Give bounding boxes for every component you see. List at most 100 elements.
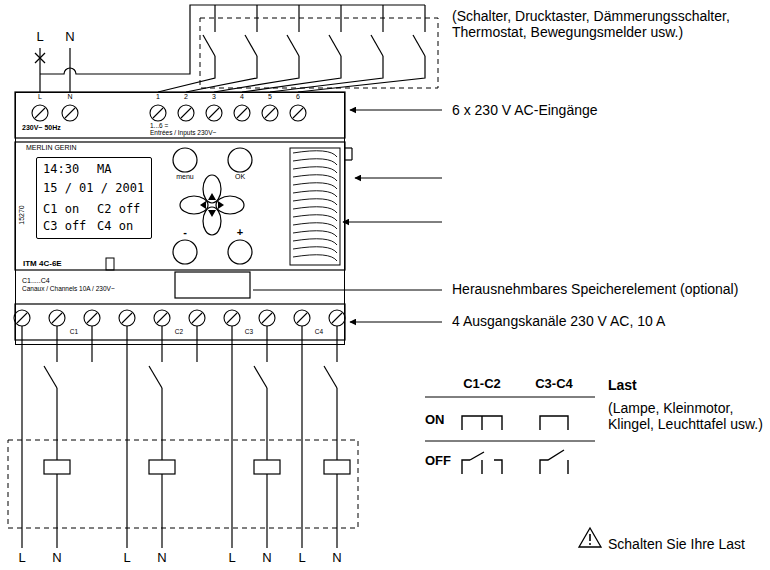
- terminal-screws-part: [154, 310, 170, 326]
- module-housing-part: [290, 148, 340, 265]
- contact-table-part: [462, 416, 502, 430]
- rating-label: 230V~ 50Hz: [22, 124, 61, 132]
- input-switches-part: [158, 56, 215, 92]
- terminal-screws-part: [206, 105, 222, 121]
- note-text: Last: [608, 377, 637, 393]
- terminal-screws-part: [262, 313, 272, 323]
- supply-label: L: [36, 30, 43, 45]
- leader-arrows-part: [350, 110, 442, 111]
- keypad-part: [173, 148, 197, 172]
- display-text: MA: [97, 163, 111, 177]
- output-wiring-part: [56, 326, 57, 362]
- output-wiring-part: [126, 326, 127, 548]
- input-switches-part: [200, 18, 438, 88]
- module-housing-part: [175, 272, 250, 298]
- module-label: MERLIN GERIN: [26, 144, 77, 152]
- input-switches-part: [329, 35, 341, 56]
- table-cell: OFF: [425, 454, 451, 469]
- button-label: +: [237, 226, 243, 239]
- leader-arrows-part: [355, 178, 442, 179]
- button-label: menu: [176, 173, 194, 181]
- supply-label: N: [332, 551, 341, 566]
- battery-cover-spring-part: [293, 215, 337, 221]
- keypad: [173, 148, 252, 264]
- module-housing-part: [106, 258, 114, 270]
- supply-label: L: [228, 551, 235, 566]
- supply-label: L: [123, 551, 130, 566]
- display-text: 14:30: [43, 163, 79, 177]
- input-switches: [158, 5, 438, 92]
- output-wiring-part: [196, 326, 197, 362]
- input-switches-part: [298, 5, 299, 32]
- output-wiring-part: [149, 366, 162, 388]
- output-wiring-part: [8, 440, 358, 528]
- output-wiring-part: [266, 326, 267, 362]
- input-switches-part: [340, 5, 341, 32]
- terminal-screws-part: [150, 105, 166, 121]
- battery-cover-spring-part: [293, 175, 337, 181]
- input-switches-part: [214, 56, 299, 92]
- contact-table-part: [425, 441, 595, 442]
- terminal-label: 6: [296, 93, 300, 101]
- supply-label: N: [65, 30, 74, 45]
- contact-table-part: [540, 450, 568, 474]
- contact-table-part: [425, 397, 595, 398]
- supply-label: L: [18, 551, 25, 566]
- terminal-screws-part: [17, 313, 27, 323]
- battery-cover-spring-part: [293, 231, 337, 237]
- terminal-screws-part: [329, 310, 345, 326]
- input-switches-part: [203, 35, 215, 56]
- battery-cover-spring-part: [293, 223, 337, 229]
- supply-wiring-part: [35, 53, 45, 63]
- leader-arrows: [253, 110, 442, 322]
- terminal-label: 2: [184, 93, 188, 101]
- battery-cover-spring-part: [293, 255, 337, 261]
- battery-cover-spring-part: [293, 191, 337, 197]
- keypad-part: [228, 240, 252, 264]
- display-text: C4 on: [97, 220, 133, 234]
- terminal-label: N: [67, 93, 72, 101]
- terminal-screws-part: [119, 310, 135, 326]
- warning-triangle-part: [579, 528, 601, 547]
- terminal-screws-part: [153, 108, 163, 118]
- button-label: -: [183, 226, 187, 239]
- output-wiring-part: [56, 388, 57, 460]
- terminal-screws-part: [84, 310, 100, 326]
- terminal-screws-part: [192, 313, 202, 323]
- module-label: ITM 4C-6E: [23, 259, 62, 268]
- output-wiring-part: [149, 460, 175, 474]
- terminal-label: 5: [268, 93, 272, 101]
- output-wiring-part: [21, 326, 22, 548]
- output-wiring-part: [324, 460, 350, 474]
- battery-cover-spring-part: [293, 151, 337, 157]
- supply-wiring-part: [69, 48, 70, 92]
- note-text: (Lampe, Kleinmotor, Klingel, Leuchttafel…: [608, 400, 768, 432]
- battery-cover-spring: [293, 151, 337, 261]
- leader-arrows-part: [350, 322, 442, 323]
- keypad-part: [173, 240, 197, 264]
- channel-label: C1: [69, 328, 79, 335]
- terminal-screws-part: [294, 310, 310, 326]
- output-wiring-part: [324, 366, 337, 388]
- terminal-screws-part: [293, 108, 303, 118]
- supply-wiring-part: [35, 53, 45, 63]
- module-housing-part: [15, 92, 345, 138]
- module-housing-part: [345, 147, 352, 148]
- battery-cover-spring-part: [293, 183, 337, 189]
- terminal-screws-part: [297, 313, 307, 323]
- output-wiring-part: [91, 326, 92, 362]
- callout-text: 6 x 230 V AC-Eingänge: [452, 102, 598, 118]
- input-switches-part: [424, 5, 425, 32]
- terminal-screws-part: [227, 313, 237, 323]
- battery-cover-spring-part: [293, 167, 337, 173]
- terminal-screws-part: [181, 108, 191, 118]
- terminal-screws-part: [234, 105, 250, 121]
- battery-cover-spring-part: [293, 239, 337, 245]
- rating-label: Canaux / Channels 10A / 230V~: [22, 285, 115, 292]
- module-housing: [15, 92, 352, 340]
- supply-label: N: [157, 551, 166, 566]
- terminal-screws-part: [332, 313, 342, 323]
- battery-cover-spring-part: [293, 159, 337, 165]
- channel-label: C3: [244, 328, 254, 335]
- terminal-screws-part: [14, 310, 30, 326]
